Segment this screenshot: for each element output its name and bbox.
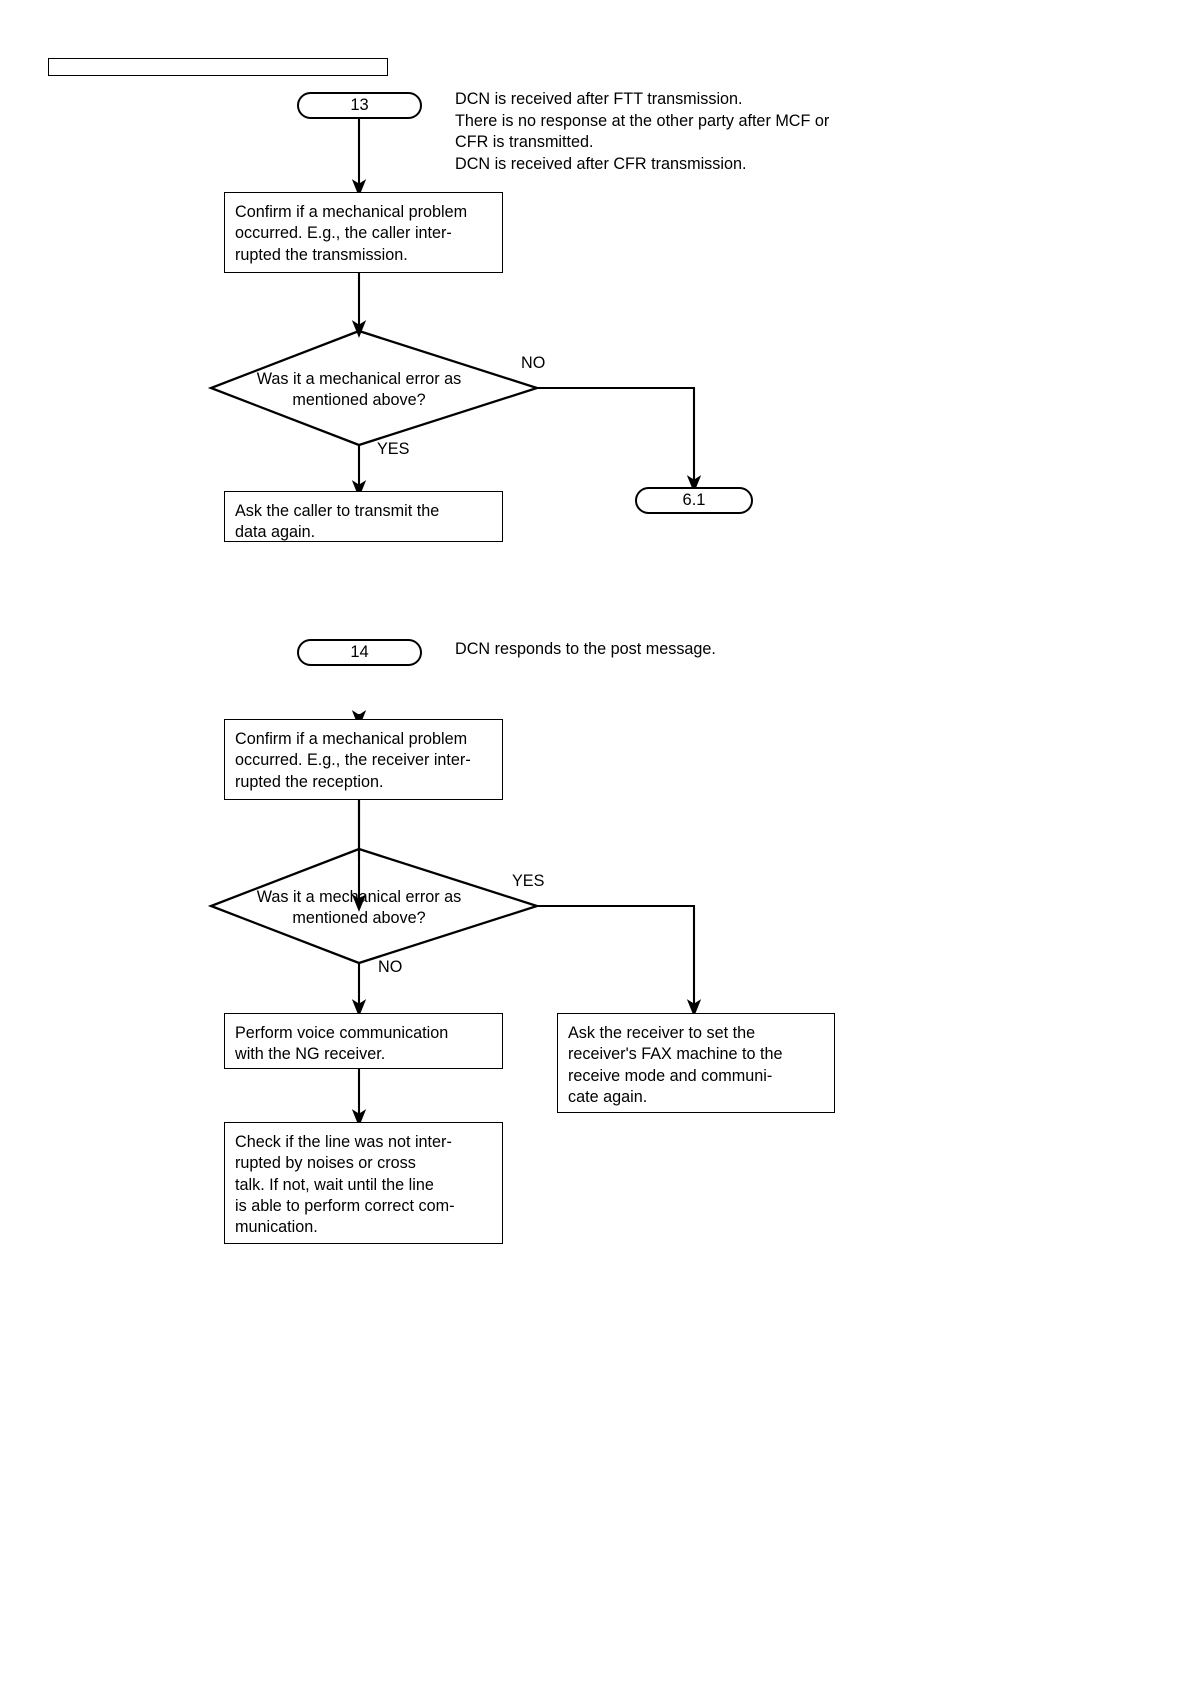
process-check-line-interruption[interactable]: Check if the line was not inter- rupted … — [224, 1122, 503, 1244]
process-ask-receiver-set-fax[interactable]: Ask the receiver to set the receiver's F… — [557, 1013, 835, 1113]
terminator-6-1[interactable]: 6.1 — [635, 487, 753, 514]
branch-label-yes-2: YES — [512, 872, 545, 890]
header-bar — [48, 58, 388, 76]
process-confirm-mechanical-caller[interactable]: Confirm if a mechanical problem occurred… — [224, 192, 503, 273]
note-13: DCN is received after FTT transmission. … — [455, 90, 830, 173]
process-confirm-mechanical-receiver[interactable]: Confirm if a mechanical problem occurred… — [224, 719, 503, 800]
terminator-6-1-label: 6.1 — [682, 491, 706, 510]
process-perform-voice-communication[interactable]: Perform voice communication with the NG … — [224, 1013, 503, 1069]
terminator-13[interactable]: 13 — [297, 92, 422, 119]
terminator-14-label: 14 — [350, 643, 369, 662]
branch-label-no-1: NO — [521, 354, 546, 372]
decision-mechanical-error-1[interactable]: Was it a mechanical error as mentioned a… — [256, 370, 462, 409]
terminator-14[interactable]: 14 — [297, 639, 422, 666]
decision-mechanical-error-2[interactable]: Was it a mechanical error as mentioned a… — [256, 888, 462, 927]
branch-label-yes-1: YES — [377, 440, 410, 458]
terminator-13-label: 13 — [350, 96, 369, 115]
process-ask-caller-retransmit[interactable]: Ask the caller to transmit the data agai… — [224, 491, 503, 542]
branch-label-no-2: NO — [378, 958, 403, 976]
note-14: DCN responds to the post message. — [455, 640, 716, 658]
